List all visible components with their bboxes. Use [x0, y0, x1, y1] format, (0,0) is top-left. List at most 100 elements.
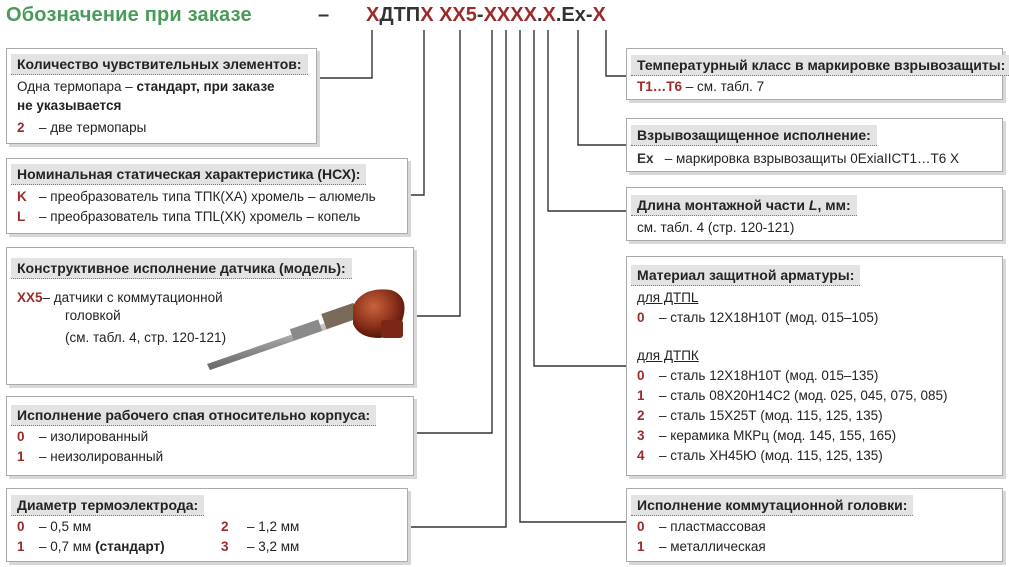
box-header: Номинальная статическая характеристика (…	[11, 164, 367, 185]
option-key: 0	[17, 429, 25, 444]
code-segment: Ex	[561, 4, 586, 26]
line-count	[305, 30, 373, 79]
option-text: – преобразователь типа ТПК(ХА) хромель –…	[39, 189, 376, 204]
code-segment: Х	[420, 4, 434, 26]
material-option: 2 – сталь 15Х25Т (мод. 115, 125, 135)	[637, 408, 883, 423]
code-segment: ХХ5	[439, 4, 477, 26]
option-key: 2	[637, 408, 645, 423]
model-option: ХХ5– датчики с коммутационной	[17, 290, 223, 305]
box-nsh: Номинальная статическая характеристика (…	[6, 158, 408, 234]
code-segment: -	[476, 4, 484, 26]
material-subheader-dtpk: для ДТПК	[637, 348, 699, 363]
count-line1-text: Одна термопара –	[17, 79, 133, 94]
page-title: Обозначение при заказе	[6, 4, 252, 26]
option-key: 1	[637, 539, 645, 554]
thermocouple-sensor-image	[207, 289, 405, 370]
material-option: 0 – сталь 12Х18Н10Т (мод. 015–135)	[637, 368, 878, 383]
line-material	[533, 30, 626, 367]
header-var: L	[808, 197, 818, 213]
option-key: K	[17, 189, 27, 204]
option-text: – две термопары	[39, 120, 147, 135]
material-option: 3 – керамика МКРц (мод. 145, 155, 165)	[637, 428, 896, 443]
header-text: Длина монтажной части	[637, 197, 809, 213]
box-ex: Взрывозащищенное исполнение: Ex – маркир…	[626, 118, 1003, 172]
box-junction: Исполнение рабочего спая относительно ко…	[6, 396, 414, 476]
box-temp-class: Температурный класс в маркировке взрывоз…	[626, 48, 1009, 100]
length-text: см. табл. 4 (стр. 120-121)	[637, 220, 795, 235]
option-text: – сталь 12Х18Н10Т (мод. 015–105)	[659, 310, 879, 325]
count-option-2: 2 – две термопары	[17, 120, 146, 135]
diameter-option-1: 1– 0,7 мм (стандарт)	[17, 539, 165, 554]
option-text: – пластмассовая	[659, 519, 766, 534]
option-text: – 1,2 мм	[247, 519, 300, 534]
option-key: 0	[637, 519, 645, 534]
box-header: Исполнение рабочего спая относительно ко…	[11, 405, 377, 426]
box-model: Конструктивное исполнение датчика (модел…	[6, 247, 414, 385]
box-header: Длина монтажной части L, мм:	[631, 195, 857, 216]
header-text-post: , мм:	[817, 197, 851, 213]
option-text: – 3,2 мм	[247, 539, 300, 554]
code-segment: .	[536, 4, 543, 26]
option-key: 2	[221, 519, 229, 534]
junction-option-0: 0– изолированный	[17, 429, 148, 444]
title-dash: –	[318, 4, 330, 26]
box-header: Взрывозащищенное исполнение:	[631, 125, 877, 146]
code-segment: ДТП	[379, 4, 421, 26]
box-header: Исполнение коммутационной головки:	[631, 495, 914, 516]
nsh-option-k: K – преобразователь типа ТПК(ХА) хромель …	[17, 189, 376, 204]
ex-option: Ex – маркировка взрывозащиты 0ExiaIICT1……	[637, 151, 959, 166]
model-text-3: (см. табл. 4, стр. 120-121)	[65, 330, 227, 345]
option-text: – сталь 12Х18Н10Т (мод. 015–135)	[659, 368, 879, 383]
nsh-option-l: L– преобразователь типа ТПL(ХК) хромель …	[17, 209, 360, 224]
code-segment: Х	[366, 4, 380, 26]
head-option-0: 0 – пластмассовая	[637, 519, 766, 534]
diameter-option-3: 3 – 3,2 мм	[221, 539, 299, 554]
option-text: – датчики с коммутационной	[42, 290, 223, 305]
option-text: – маркировка взрывозащиты 0ExiaIICT1…T6 …	[664, 151, 959, 166]
option-key: 3	[637, 428, 645, 443]
option-text: – металлическая	[659, 539, 766, 554]
option-text: – керамика МКРц (мод. 145, 155, 165)	[659, 428, 897, 443]
model-text-2: головкой	[65, 308, 121, 323]
code-segment: Х	[592, 4, 606, 26]
line-ex	[577, 30, 626, 146]
option-text: – 0,7 мм	[39, 539, 92, 554]
option-key: ХХ5	[17, 290, 43, 305]
box-header: Материал защитной арматуры:	[631, 265, 861, 286]
material-subheader-dtpl: для ДТПL	[637, 290, 699, 305]
line-temp	[605, 30, 626, 77]
option-key: 4	[637, 448, 645, 463]
option-text: – неизолированный	[39, 449, 164, 464]
option-key: 0	[637, 368, 645, 383]
option-text: – сталь ХН45Ю (мод. 115, 125, 135)	[659, 448, 883, 463]
option-key: 2	[17, 120, 25, 135]
material-option: 1– сталь 08Х20Н14С2 (мод. 025, 045, 075,…	[637, 388, 947, 403]
box-header: Температурный класс в маркировке взрывоз…	[631, 55, 1009, 76]
line-junction	[416, 30, 493, 434]
code-segment: .	[555, 4, 562, 26]
box-header: Конструктивное исполнение датчика (модел…	[11, 258, 352, 279]
count-line2: не указывается	[17, 98, 122, 113]
box-sensor-count: Количество чувствительных элементов: Одн…	[6, 48, 317, 144]
option-text: – см. табл. 7	[685, 79, 765, 94]
diameter-option-0: 0– 0,5 мм	[17, 519, 91, 534]
temp-option: Т1…Т6 – см. табл. 7	[637, 79, 764, 94]
code-segment: Х	[542, 4, 556, 26]
option-key: 0	[637, 310, 645, 325]
box-diameter: Диаметр термоэлектрода: 0– 0,5 мм 1– 0,7…	[6, 488, 408, 562]
box-header: Диаметр термоэлектрода:	[11, 495, 205, 516]
option-text: – сталь 15Х25Т (мод. 115, 125, 135)	[659, 408, 883, 423]
option-bold: (стандарт)	[95, 539, 165, 554]
count-line1-bold: стандарт, при заказе	[136, 79, 275, 94]
head-option-1: 1 – металлическая	[637, 539, 766, 554]
option-key: Ex	[637, 151, 654, 166]
diameter-option-2: 2 – 1,2 мм	[221, 519, 299, 534]
junction-option-1: 1 – неизолированный	[17, 449, 163, 464]
code-segment: -	[585, 4, 593, 26]
order-code: ХДТПХ ХХ5-ХХХХ.Х.Ex-Х	[366, 4, 606, 27]
box-header: Количество чувствительных элементов:	[11, 54, 308, 75]
option-text: – сталь 08Х20Н14С2 (мод. 025, 045, 075, …	[659, 388, 948, 403]
option-key: 3	[221, 539, 229, 554]
option-key: 1	[17, 449, 25, 464]
